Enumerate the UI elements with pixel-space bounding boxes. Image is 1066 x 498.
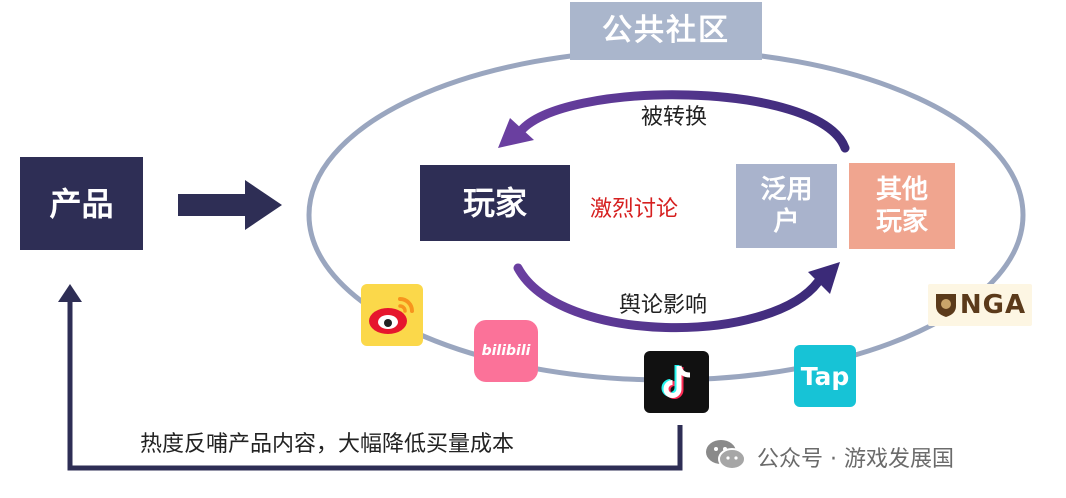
product-to-community-arrow — [178, 180, 282, 230]
converted-arrow-head — [498, 118, 534, 148]
community-title-box: 公共社区 — [570, 2, 762, 60]
converted-arc — [515, 90, 850, 153]
player-label: 玩家 — [462, 184, 527, 222]
other-player-box: 其他 玩家 — [849, 163, 955, 249]
wechat-icon — [705, 437, 747, 473]
feedback-arrow-head — [58, 284, 82, 302]
tap-logo: Tap — [794, 345, 856, 407]
opinion-arrow-head — [808, 262, 840, 294]
opinion-label: 舆论影响 — [619, 293, 708, 318]
weibo-icon — [369, 297, 414, 334]
watermark-text: 公众号 · 游戏发展国 — [757, 447, 954, 472]
fan-user-line1: 泛用 — [760, 174, 813, 205]
tap-logo-text: Tap — [800, 361, 850, 391]
product-box: 产品 — [20, 157, 143, 250]
opinion-arc — [513, 263, 823, 333]
converted-label: 被转换 — [641, 105, 708, 130]
nga-shield-icon — [935, 294, 956, 317]
product-label: 产品 — [49, 184, 114, 223]
bilibili-logo-text: bilibili — [481, 343, 531, 359]
other-player-line2: 玩家 — [875, 207, 928, 237]
bilibili-logo: bilibili — [474, 320, 538, 382]
weibo-logo — [361, 284, 423, 346]
community-title: 公共社区 — [602, 13, 730, 49]
feedback-label: 热度反哺产品内容，大幅降低买量成本 — [140, 432, 515, 457]
other-player-line1: 其他 — [875, 174, 928, 205]
feedback-loop-line — [67, 300, 683, 471]
nga-logo-text: NGA — [959, 290, 1027, 320]
nga-logo: NGA — [928, 284, 1032, 326]
douyin-icon — [661, 365, 690, 399]
player-box: 玩家 — [420, 165, 570, 241]
discussion-label: 激烈讨论 — [590, 197, 679, 222]
fan-user-line2: 户 — [773, 207, 800, 237]
douyin-logo — [644, 351, 709, 413]
fan-user-box: 泛用 户 — [736, 164, 837, 248]
